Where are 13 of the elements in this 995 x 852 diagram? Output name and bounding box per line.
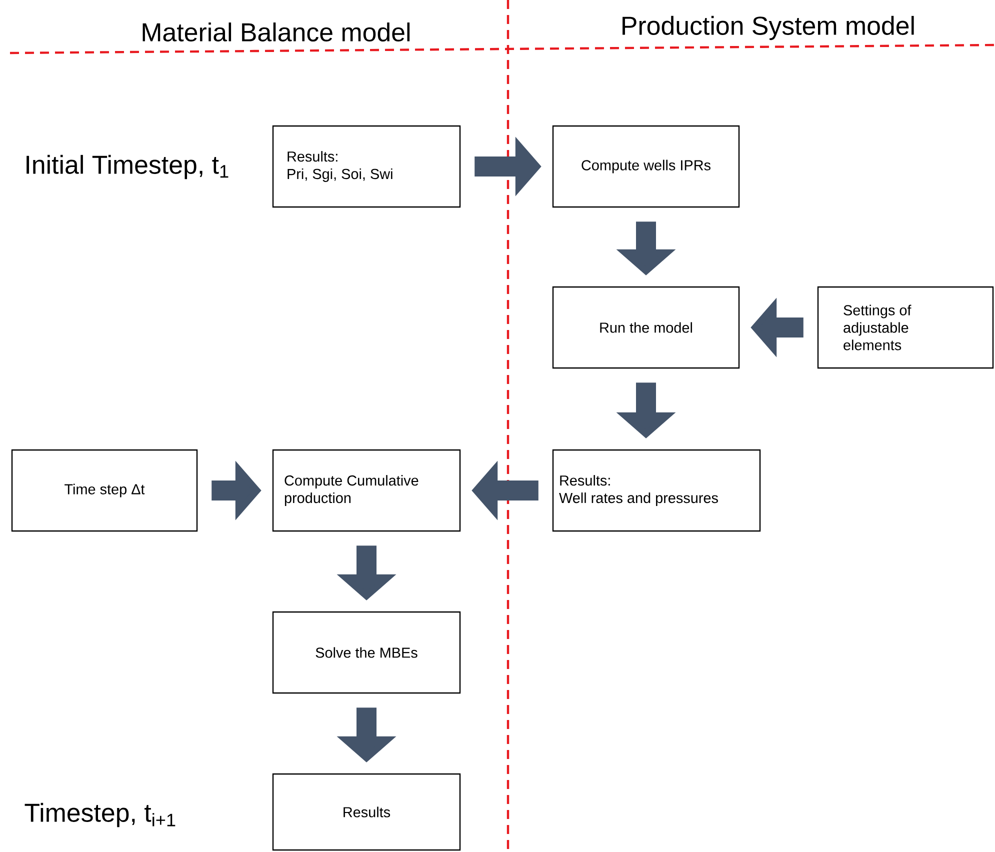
process-box: Compute wells IPRs <box>552 125 740 208</box>
process-box: Results: Pri, Sgi, Soi, Swi <box>272 125 461 208</box>
process-box: Results: Well rates and pressures <box>552 449 761 532</box>
heading-label: Timestep, t$_{i+1}$ <box>24 802 176 828</box>
heading-label: Material Balance model <box>142 22 410 42</box>
process-box: Compute Cumulative production <box>272 449 461 532</box>
heading-label: Initial Timestep, t$_{1}$ <box>26 154 228 180</box>
process-box: Settings of adjustable elements <box>817 286 994 369</box>
process-box: Solve the MBEs <box>272 611 461 694</box>
process-box: Results <box>272 773 461 851</box>
process-box: Time step Δt <box>11 449 198 532</box>
heading-label: Production System model <box>622 16 914 40</box>
process-box: Run the model <box>552 286 740 369</box>
